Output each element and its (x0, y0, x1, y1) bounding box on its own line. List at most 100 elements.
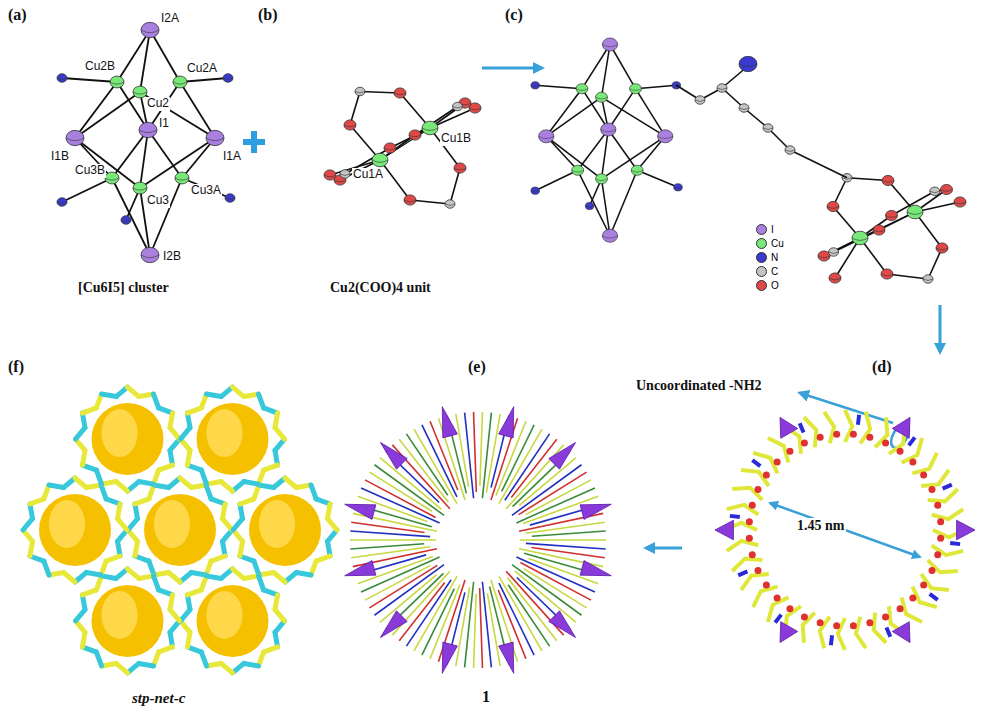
linker (676, 56, 847, 177)
atom-ellipsoid (66, 130, 84, 145)
bond-line (602, 44, 611, 97)
bond-line (75, 138, 140, 188)
oxygen-dot (754, 567, 761, 574)
atom-octant (907, 212, 923, 214)
atom-ellipsoid (133, 86, 147, 98)
framework-spoke (520, 539, 606, 541)
atom-label: Cu1B (440, 132, 472, 146)
cluster-polyhedron (892, 622, 910, 643)
oxygen-dot (817, 434, 824, 441)
atom-label: I2B (162, 250, 182, 264)
bond-line (140, 30, 150, 92)
atom-octant (763, 128, 773, 130)
atom-ellipsoid (829, 248, 839, 257)
atom-ellipsoid (57, 198, 67, 207)
atom-label: Cu3 (146, 194, 170, 208)
atom-ellipsoid (954, 197, 966, 207)
atom-ellipsoid (827, 201, 839, 211)
flow-arrow (646, 547, 682, 550)
atom-octant (355, 92, 365, 94)
panel-label: (e) (468, 358, 486, 376)
atom-ellipsoid (404, 195, 416, 205)
framework-spoke (531, 548, 604, 558)
atom-ellipsoid (585, 202, 594, 209)
atom-octant (141, 30, 159, 33)
legend-swatch (756, 238, 767, 249)
amine-stick (800, 423, 804, 432)
atom-octant (225, 198, 235, 200)
net-edge (118, 519, 127, 530)
framework-stick (804, 417, 816, 447)
cluster-polyhedron (780, 417, 798, 438)
atom-ellipsoid (409, 130, 421, 140)
cluster-figure (531, 38, 682, 242)
bond-line (415, 107, 458, 136)
bond-line (380, 128, 430, 160)
net-label: stp-net-c (132, 690, 185, 707)
bond-line (834, 230, 880, 252)
legend-text: I (771, 224, 774, 235)
atom-octant (601, 130, 616, 132)
atom-label: I1A (222, 150, 242, 164)
atom-ellipsoid (596, 92, 608, 102)
amine-stick (831, 635, 832, 645)
atom-ellipsoid (907, 205, 923, 219)
caption-label: Cu2(COO)4 unit (330, 280, 431, 296)
atom-octant (453, 107, 463, 109)
channel-cylinder (144, 494, 216, 566)
atom-ellipsoid (602, 38, 617, 51)
atom-octant (454, 168, 466, 170)
oxygen-dot (763, 582, 770, 589)
cylinder-highlight (259, 500, 295, 548)
framework-spoke (482, 582, 491, 668)
amine-stick (909, 437, 915, 445)
atom-ellipsoid (206, 130, 224, 145)
atom-ellipsoid (340, 170, 350, 179)
oxygen-dot (909, 459, 916, 466)
atom-ellipsoid (601, 123, 616, 136)
atom-ellipsoid (344, 120, 356, 130)
amine-stick (886, 628, 890, 637)
legend-swatch (756, 266, 767, 277)
bond-line (608, 130, 637, 171)
cluster-polyhedron (715, 520, 733, 540)
bond-line (535, 170, 578, 190)
cluster-polyhedron (580, 561, 611, 576)
oxygen-dot (833, 622, 840, 629)
oxygen-dot (897, 605, 904, 612)
legend-text: C (771, 266, 778, 277)
atom-octant (936, 248, 948, 250)
framework-spoke (511, 439, 557, 497)
cluster-polyhedron (892, 417, 910, 438)
atom-legend: ICuNCO (756, 222, 784, 292)
atom-octant (954, 202, 966, 204)
oxygen-dot (897, 448, 904, 455)
atom-octant (324, 175, 336, 177)
net-edge (170, 428, 179, 439)
framework-spoke (519, 472, 587, 514)
atom-ellipsoid (674, 184, 683, 191)
framework-spoke (474, 594, 477, 668)
atom-ellipsoid (121, 216, 131, 225)
atom-octant (602, 44, 617, 46)
atom-octant (340, 174, 350, 176)
atom-ellipsoid (630, 84, 642, 94)
atom-octant (133, 188, 147, 190)
legend-text: N (771, 252, 778, 263)
atom-octant (886, 216, 898, 218)
amine-stick (943, 485, 952, 489)
atom-ellipsoid (873, 225, 885, 235)
pore-ring (715, 410, 975, 650)
oxygen-dot (786, 448, 793, 455)
oxygen-dot (937, 518, 944, 525)
atom-octant (829, 278, 841, 280)
cluster-polyhedron (580, 504, 611, 519)
atom-octant (372, 160, 388, 162)
oxygen-dot (882, 614, 889, 621)
atom-octant (842, 178, 852, 180)
atom-ellipsoid (57, 74, 67, 83)
framework-spoke (520, 563, 591, 601)
bond-line (546, 136, 601, 179)
compound-number: 1 (482, 688, 490, 706)
cluster-polyhedron (345, 504, 376, 519)
